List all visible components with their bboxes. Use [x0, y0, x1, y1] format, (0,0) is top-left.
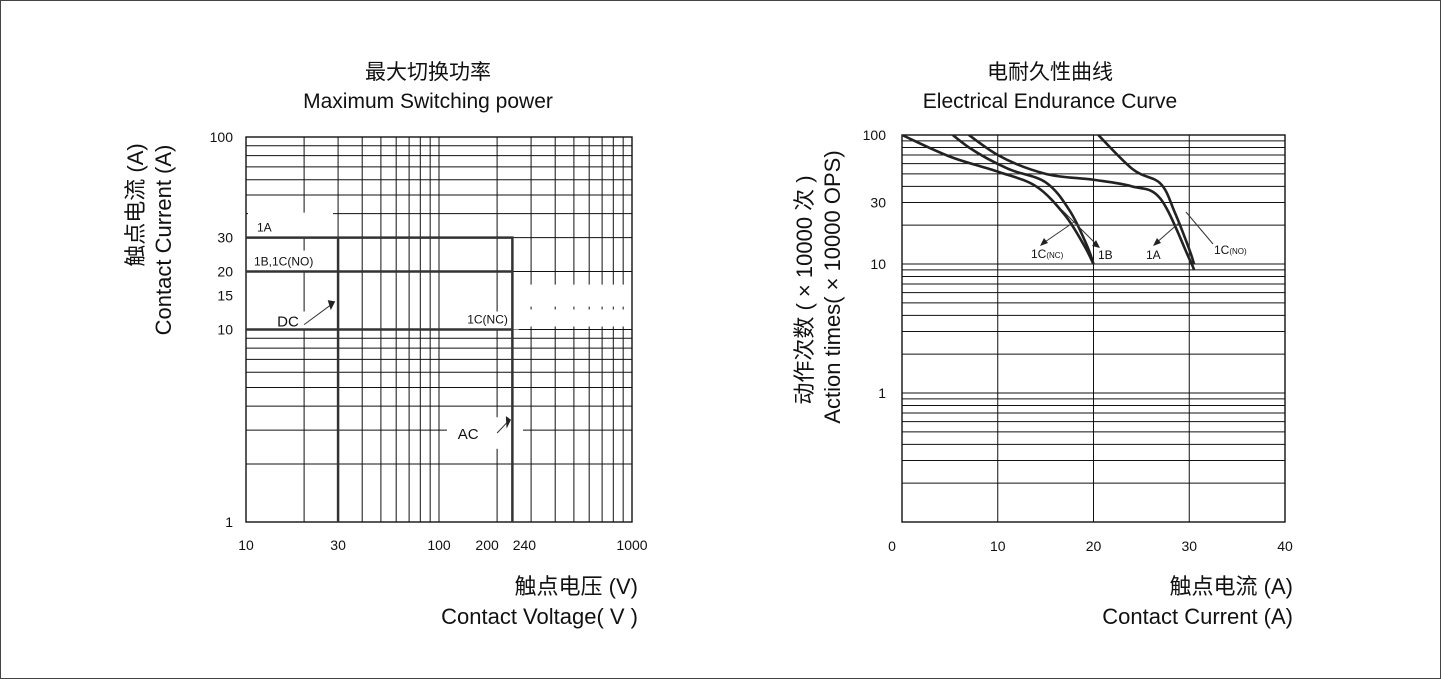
left-gap-2: [248, 447, 276, 451]
label-1b-1c-no: 1B,1C(NO): [254, 255, 313, 269]
right-y-tick: 30: [870, 194, 886, 210]
label-1b: 1B: [1098, 248, 1113, 262]
left-chart-subtitle: Maximum Switching power: [303, 90, 553, 113]
left-x-tick: 200: [475, 537, 499, 553]
right-x-tick: 0: [888, 538, 896, 554]
right-series: [902, 135, 1196, 271]
max-switching-power-chart: 最大切换功率 Maximum Switching power 10 30 100 20…: [123, 61, 648, 629]
label-1a: 1A: [1146, 248, 1161, 262]
left-y-label-cn: 触点电流 (A): [123, 143, 148, 266]
left-x-label-en: Contact Voltage( V ): [441, 604, 638, 629]
label-1c-nc: 1C(NC): [1031, 247, 1064, 261]
right-y-label-cn: 动作次数 ( × 10000 次 ): [792, 175, 817, 404]
left-label-bg-1b: [248, 250, 333, 272]
right-series-1c-nc-: [902, 135, 1095, 265]
right-chart-subtitle: Electrical Endurance Curve: [923, 90, 1177, 113]
left-y-tick: 10: [217, 322, 233, 338]
right-chart-title: 电耐久性曲线: [987, 61, 1113, 84]
dc-arrow: [303, 303, 333, 326]
right-plot-frame: [901, 134, 1286, 523]
left-label-bg-nc: [460, 311, 519, 330]
lead-1c-no: [1185, 211, 1214, 245]
left-series: [246, 236, 514, 522]
right-y-tick: 100: [863, 127, 887, 143]
ac-arrow: [496, 421, 508, 434]
left-label-bg-1a: [248, 212, 333, 238]
label-ac: AC: [458, 426, 479, 443]
left-y-tick: 1: [225, 514, 233, 530]
left-series-1a: [246, 236, 514, 522]
left-y-tick: 15: [217, 288, 233, 304]
left-y-label-en: Contact Current (A): [151, 145, 176, 336]
left-x-tick: 240: [513, 537, 537, 553]
left-chart-title: 最大切换功率: [365, 61, 491, 84]
left-gap-15: [522, 284, 630, 307]
left-annotation-arrows: [303, 300, 511, 434]
right-y-tick: 1: [878, 385, 886, 401]
arrowhead-1b: [1092, 240, 1100, 248]
right-tick-labels: 0 10 20 30 40 1 10 30 100: [863, 127, 1293, 554]
label-1c-nc: 1C(NC): [467, 313, 508, 327]
right-leader-lines: [1040, 209, 1214, 248]
lead-1b: [1061, 209, 1099, 247]
right-y-tick: 10: [870, 256, 886, 272]
right-series-1b: [950, 135, 1095, 265]
right-series-1a: [1096, 135, 1196, 265]
right-grid: [901, 134, 1286, 523]
left-tick-labels: 10 30 100 200 240 1000 1 10 15 20 30 100: [210, 129, 648, 553]
left-x-tick: 1000: [616, 537, 647, 553]
right-y-label-en: Action times( × 10000 OPS): [820, 150, 845, 423]
dc-arrowhead: [327, 300, 336, 311]
left-gap-12: [522, 309, 630, 327]
ac-arrowhead: [505, 416, 511, 429]
label-1c-no: 1C(NO): [1214, 243, 1247, 257]
lead-1c-nc: [1041, 221, 1075, 245]
left-y-tick: 30: [217, 230, 233, 246]
left-label-bg-ac: [446, 417, 523, 449]
right-x-label-en: Contact Current (A): [1102, 604, 1293, 629]
right-x-tick: 10: [990, 538, 1006, 554]
left-x-tick: 100: [427, 537, 451, 553]
arrowhead-1c-nc: [1040, 238, 1048, 246]
arrowhead-1a: [1153, 238, 1161, 246]
left-x-tick: 10: [238, 537, 254, 553]
left-y-tick: 20: [217, 264, 233, 280]
right-series-1c-no-: [966, 135, 1196, 271]
label-dc: DC: [277, 314, 299, 331]
electrical-endurance-chart: 电耐久性曲线 Electrical Endurance Curve 0 10 20 3…: [792, 61, 1293, 629]
left-x-label-cn: 触点电压 (V): [515, 574, 638, 599]
left-grid: [245, 136, 633, 523]
right-x-tick: 40: [1277, 538, 1293, 554]
label-1a: 1A: [257, 221, 272, 235]
right-x-tick: 30: [1181, 538, 1197, 554]
lead-1a: [1154, 221, 1181, 245]
left-x-tick: 30: [330, 537, 346, 553]
right-x-label-cn: 触点电流 (A): [1170, 574, 1293, 599]
right-x-tick: 20: [1086, 538, 1102, 554]
left-label-bg-dc: [261, 311, 320, 330]
left-y-tick: 100: [210, 129, 234, 145]
